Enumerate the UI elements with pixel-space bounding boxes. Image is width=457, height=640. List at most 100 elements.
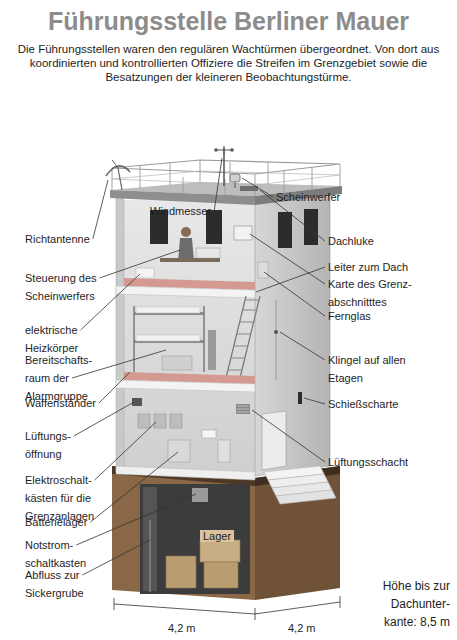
leader-line (252, 410, 325, 462)
dormitory (136, 335, 200, 341)
leader-line (76, 494, 196, 545)
callout-label-box: Schießscharte (328, 394, 398, 412)
callout-label-box: Leiter zum Dach (328, 257, 408, 275)
dormitory (203, 306, 205, 372)
roof (240, 186, 258, 191)
callout-label-box: Klingel auf allen Etagen (328, 350, 428, 386)
earth-block (112, 466, 255, 600)
callout-label: Elektroschalt- kästen für die Grenzanlag… (25, 474, 94, 522)
leader-line (264, 272, 325, 316)
floor-slab (116, 380, 255, 392)
floor-slab (116, 286, 255, 298)
basement-room (149, 520, 151, 592)
callout-label-box: Batterielager (25, 512, 87, 530)
dimension-line (114, 604, 255, 614)
callout-label: Fernglas (328, 310, 371, 322)
dormitory (133, 306, 135, 372)
callout-label-box: Scheinwerfer (276, 187, 340, 205)
title-block: Führungsstelle Berliner Mauer (0, 6, 457, 36)
callout-label: elektrische Heizkörper (25, 324, 78, 354)
leader-line (90, 452, 178, 522)
tower-right-wall (255, 196, 330, 476)
tower-back-wall (122, 200, 255, 472)
dimension-label: Lager (200, 530, 234, 542)
antenna (112, 160, 118, 168)
callout-label-box: Karte des Grenz- abschnitttes (328, 274, 428, 310)
ground-floor (170, 414, 182, 428)
earth-block (112, 466, 340, 600)
dormitory (162, 356, 192, 370)
callout-label-box: Lüftungsschacht (328, 452, 408, 470)
dormitory (136, 307, 200, 313)
leader-line (304, 398, 325, 404)
top-floor (160, 258, 220, 262)
dimension-line (255, 602, 340, 614)
callout-label-box: Lager (200, 526, 234, 544)
callout-label: Bereitschafts- raum der Alarmgruppe (25, 354, 92, 402)
callout-label: Schießscharte (328, 398, 398, 410)
leader-line (256, 267, 325, 292)
ladder-stairs (226, 296, 278, 380)
callout-label: Lüftungsschacht (328, 456, 408, 468)
wind-gauge-mast (230, 148, 234, 152)
callout-label-box: Waffenständer (25, 393, 96, 411)
callout-label-box: Steuerung des Scheinwerfers (25, 268, 111, 304)
top-floor (234, 226, 252, 240)
tower-right-wall (255, 196, 330, 476)
leader-line (82, 540, 150, 575)
wind-gauge-mast (214, 148, 218, 152)
callout-label-box: Bereitschafts- raum der Alarmgruppe (25, 350, 105, 404)
ladder-stairs (276, 300, 277, 380)
cut-wall-edge (116, 198, 124, 472)
ladder-stairs (274, 330, 278, 334)
floor-slab (116, 466, 255, 480)
top-floor (181, 227, 191, 237)
caption-block: Die Führungsstellen waren den regulären … (10, 42, 447, 84)
leader-line (280, 332, 325, 360)
dimension-label: Höhe bis zur Dachunter- kante: 8,5 m (383, 579, 450, 629)
leader-line (250, 234, 325, 284)
callout-label: Waffenständer (25, 397, 96, 409)
leader-line (93, 180, 108, 239)
antenna (118, 168, 122, 190)
callout-label-box: Fernglas (328, 306, 371, 324)
callout-label: Leiter zum Dach (328, 261, 408, 273)
dormitory (208, 330, 216, 370)
wind-gauge-mast (216, 146, 232, 154)
basement-room (200, 540, 240, 562)
callout-label: Batterielager (25, 516, 87, 528)
callout-label-box: 4,2 m (288, 618, 316, 636)
outside-stairs (264, 466, 336, 504)
ground-floor (168, 440, 190, 462)
tower-right-wall (298, 392, 302, 404)
dimension-line (114, 596, 340, 620)
callout-label: Richtantenne (25, 233, 90, 245)
leader-line (95, 422, 156, 480)
tower-right-wall (304, 209, 318, 245)
callout-label-box: Elektroschalt- kästen für die Grenzanlag… (25, 470, 107, 524)
searchlight (234, 182, 235, 188)
leader-line (99, 372, 130, 403)
leader-line (214, 158, 222, 211)
callout-label: Dachluke (328, 235, 374, 247)
top-floor (258, 262, 268, 278)
callout-label: Klingel auf allen Etagen (328, 354, 406, 384)
top-floor (196, 248, 220, 258)
basement-room (166, 556, 196, 588)
floor-slab (116, 372, 255, 392)
roof (110, 190, 255, 205)
callout-label: Karte des Grenz- abschnitttes (328, 278, 412, 308)
floor-slab (116, 278, 255, 298)
ground-floor (237, 406, 249, 412)
callout-label-box: 4,2 m (168, 618, 196, 636)
ground-floor (218, 440, 230, 462)
basement-room (140, 484, 250, 594)
callout-label: Steuerung des Scheinwerfers (25, 272, 97, 302)
ladder-stairs (240, 296, 260, 378)
tower-right-wall (278, 212, 292, 248)
ladder-stairs (228, 300, 259, 370)
dimension-line (114, 596, 340, 620)
basement-room (204, 562, 238, 588)
ground-floor (154, 414, 166, 428)
